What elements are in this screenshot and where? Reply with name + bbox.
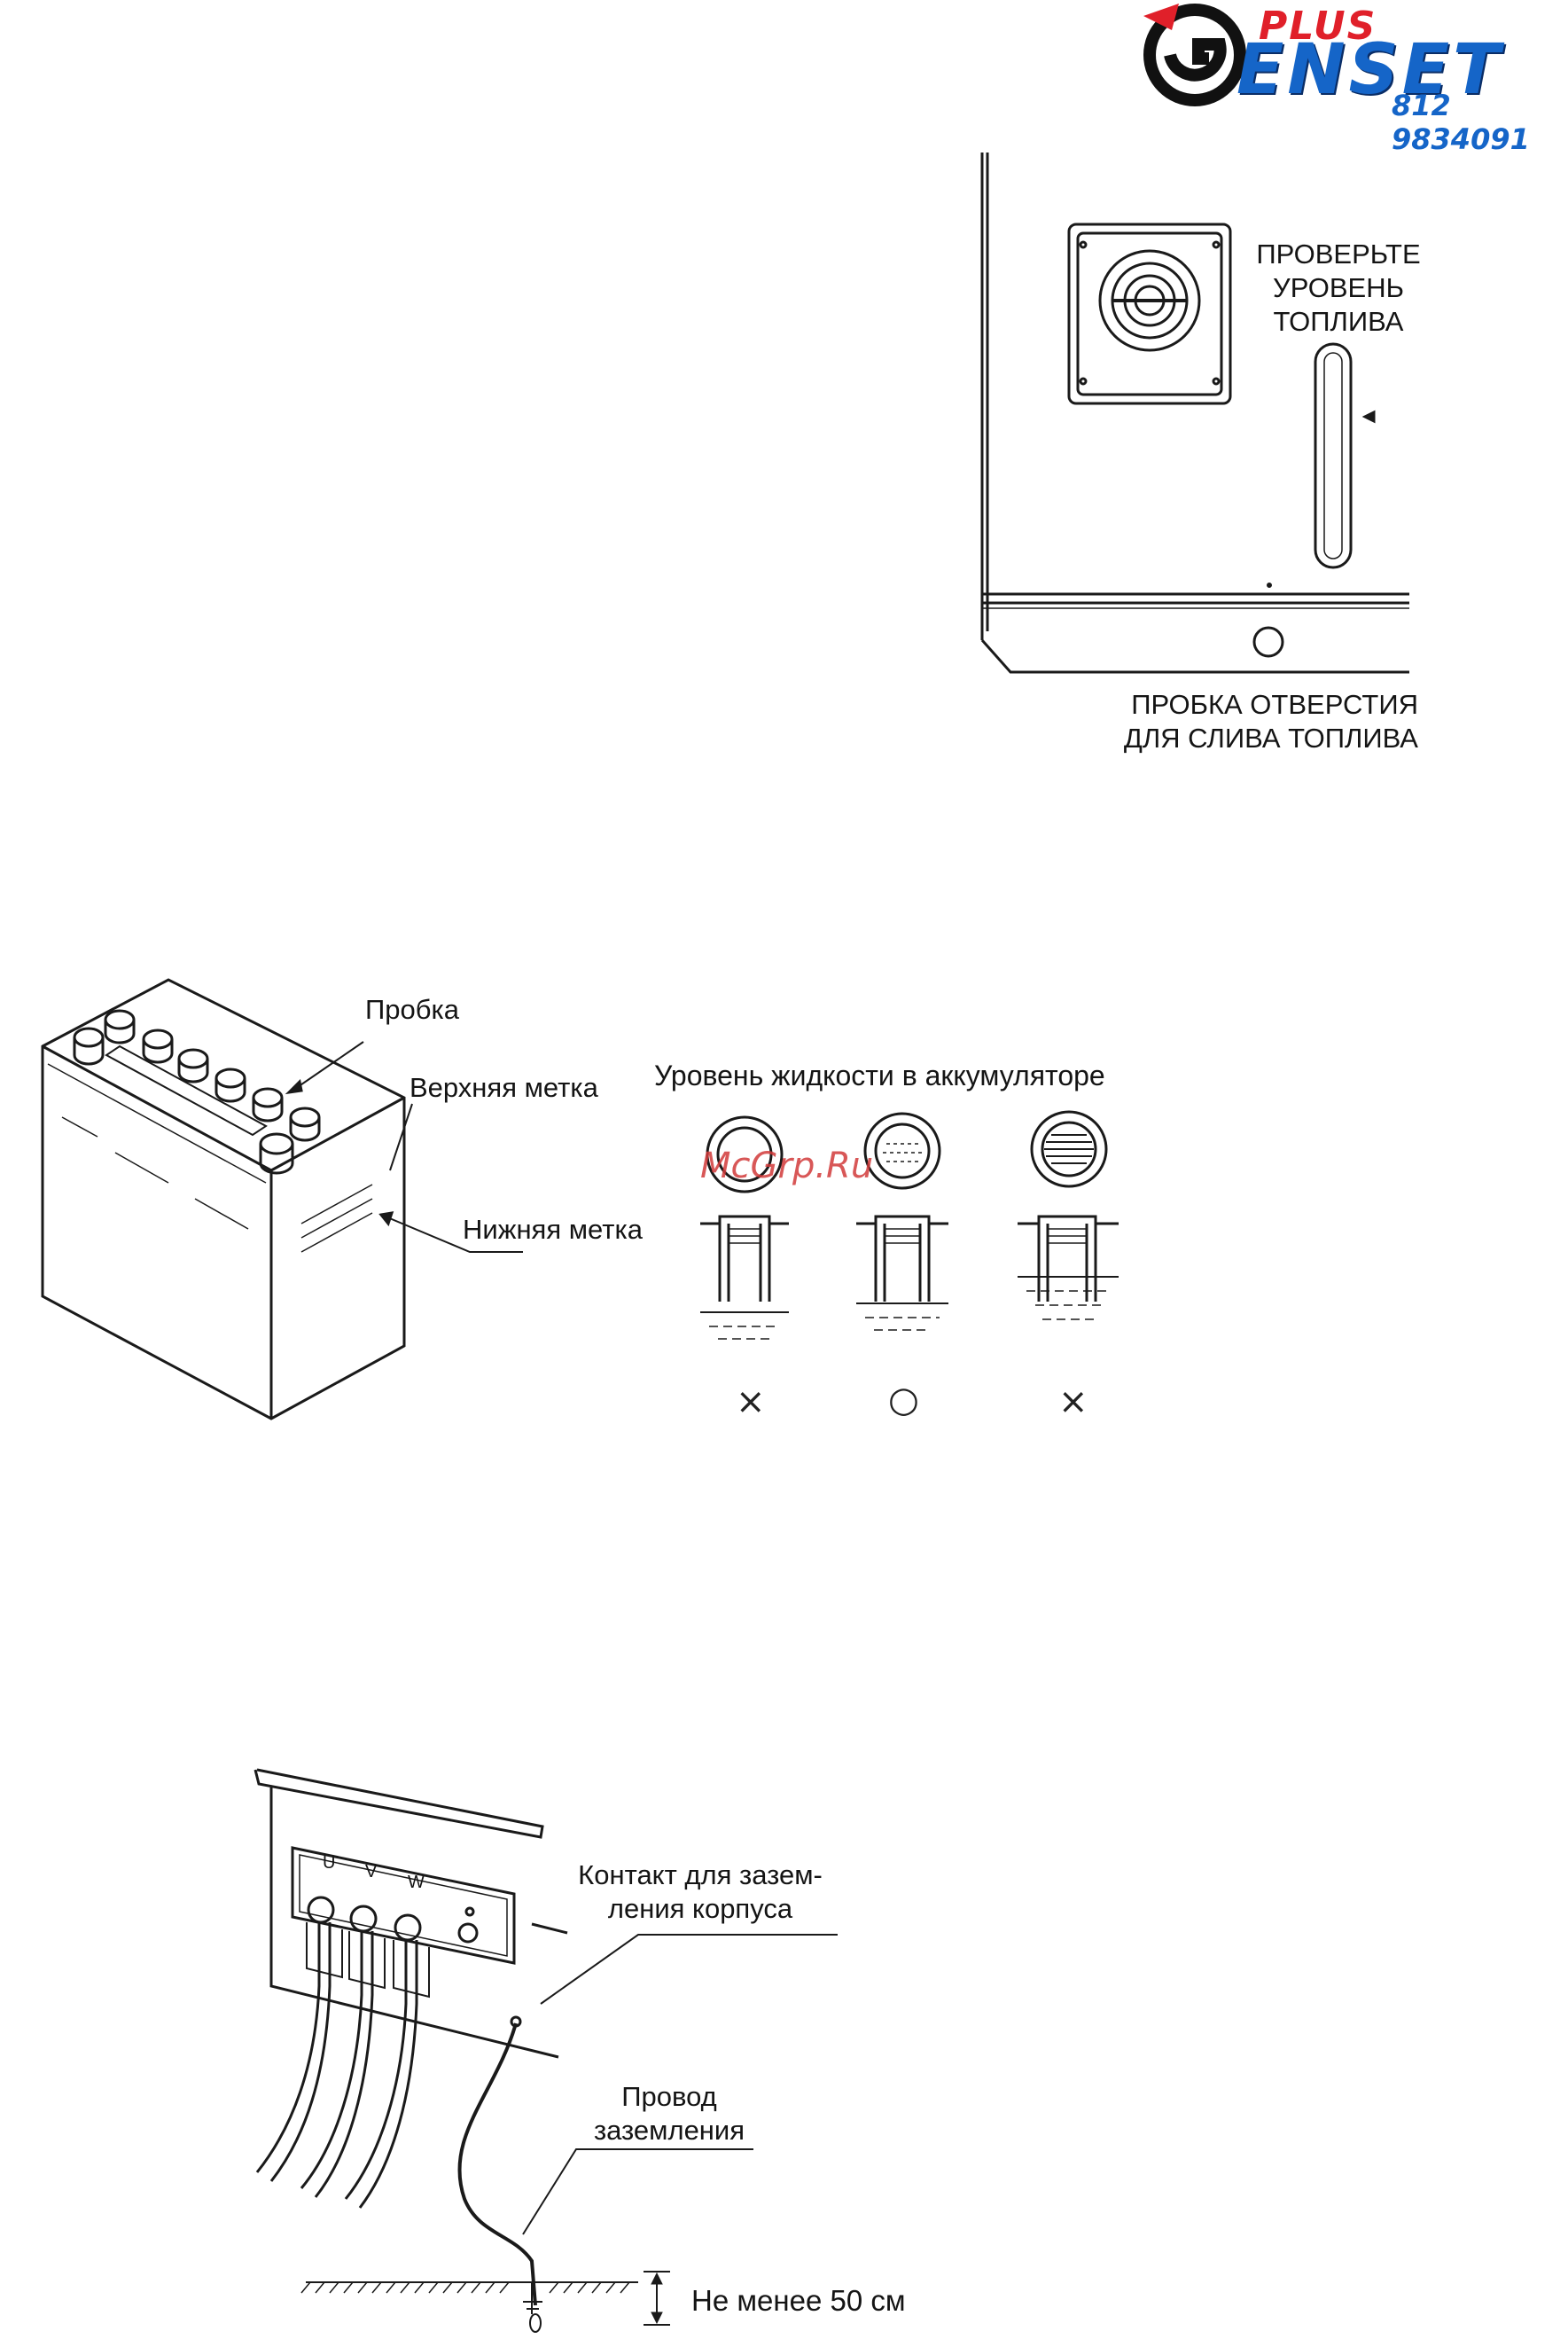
battery-caps — [74, 1011, 319, 1173]
ground-contact-label: Контакт для зазем- ления корпуса — [550, 1858, 851, 1926]
check-level-line-3: ТОПЛИВА — [1241, 305, 1436, 339]
ground-wire-line-1: Провод — [567, 2080, 771, 2114]
ground-wire-line-2: заземления — [567, 2114, 771, 2147]
terminal-v: V — [365, 1862, 377, 1881]
upper-mark-label: Верхняя метка — [410, 1071, 598, 1105]
ground-contact-line-2: ления корпуса — [550, 1892, 851, 1926]
plug-label: Пробка — [365, 993, 459, 1027]
check-level-line-1: ПРОВЕРЬТЕ — [1241, 238, 1436, 271]
level-mark-ok: ○ — [888, 1380, 919, 1420]
depth-label: Не менее 50 см — [691, 2284, 906, 2318]
logo-phone: 812 9834091 — [1392, 89, 1568, 156]
drain-plug-line-2: ДЛЯ СЛИВА ТОПЛИВА — [1046, 722, 1418, 755]
level-mark-low: × — [736, 1381, 766, 1422]
level-mark-high: × — [1058, 1381, 1088, 1422]
ground-contact-line-1: Контакт для зазем- — [550, 1858, 851, 1892]
lower-mark-label: Нижняя метка — [463, 1213, 643, 1247]
drain-plug-line-1: ПРОБКА ОТВЕРСТИЯ — [1046, 688, 1418, 722]
level-title: Уровень жидкости в аккумуляторе — [654, 1059, 1105, 1092]
check-fuel-level-label: ПРОВЕРЬТЕ УРОВЕНЬ ТОПЛИВА — [1241, 238, 1436, 339]
watermark: McGrp.Ru — [700, 1146, 873, 1186]
level-diagram-high — [1018, 1112, 1119, 1319]
check-level-line-2: УРОВЕНЬ — [1241, 271, 1436, 305]
ground-wire-label: Провод заземления — [567, 2080, 771, 2147]
terminal-u: U — [323, 1853, 335, 1873]
drain-plug-label: ПРОБКА ОТВЕРСТИЯ ДЛЯ СЛИВА ТОПЛИВА — [1046, 688, 1418, 755]
terminal-w: W — [408, 1873, 425, 1892]
